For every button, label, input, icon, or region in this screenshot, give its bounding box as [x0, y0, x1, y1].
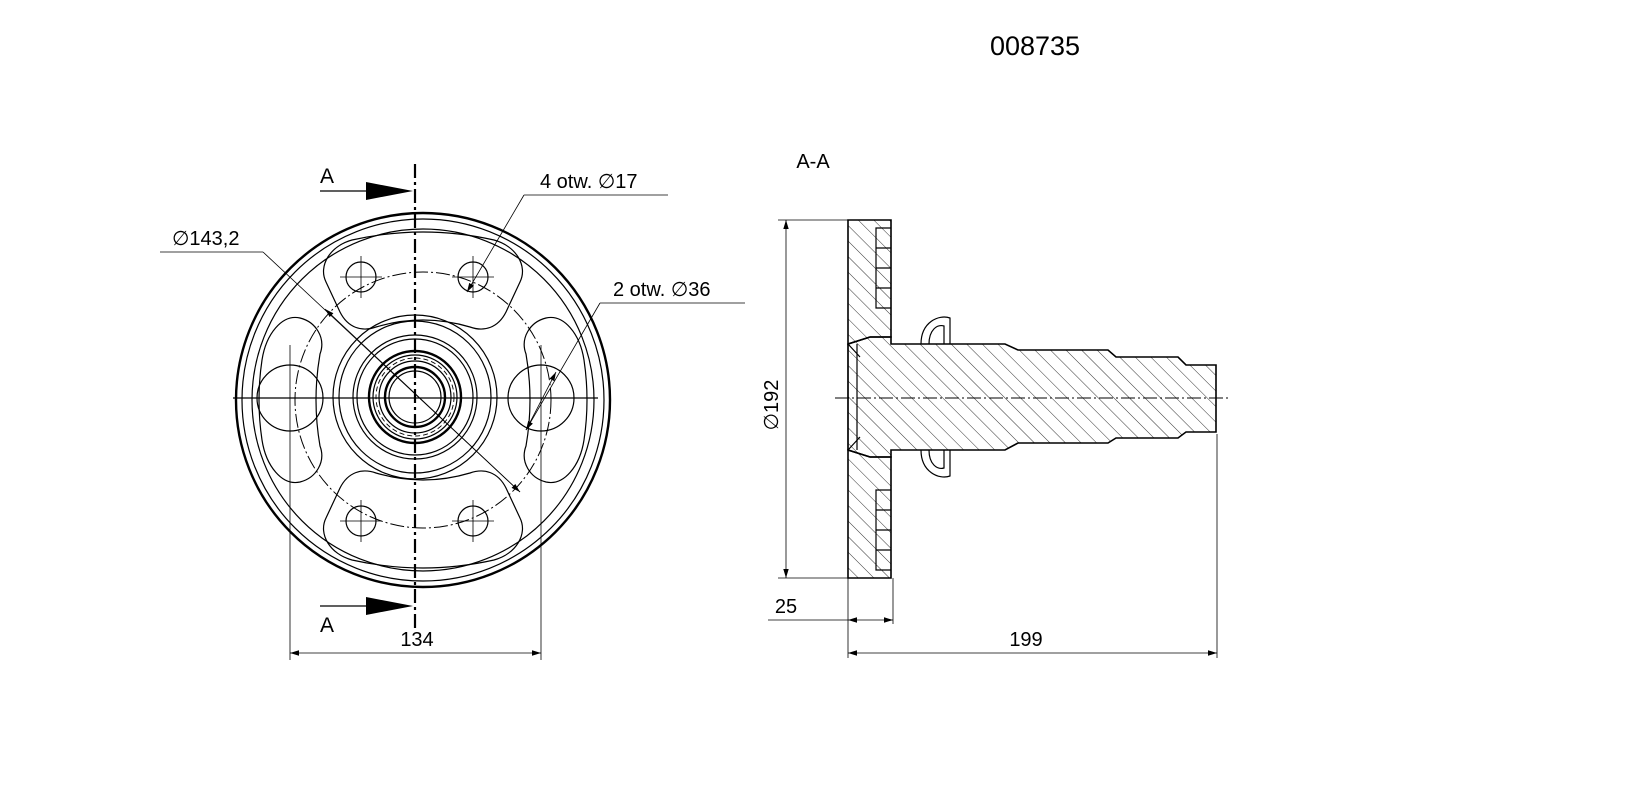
- bolt-hole-leader: [466, 194, 525, 293]
- front-view: [233, 164, 612, 660]
- top-pocket: [322, 231, 524, 330]
- section-view: [835, 219, 1230, 579]
- part-number: 008735: [990, 31, 1080, 61]
- bolt-holes-callout: 4 otw. ∅17: [540, 171, 637, 193]
- pitch-circle: [294, 271, 552, 529]
- left-pocket: [258, 316, 323, 484]
- overall-length-value: 199: [1009, 629, 1042, 651]
- right-pocket: [523, 316, 588, 484]
- bolt-holes: [340, 256, 494, 542]
- hole-spacing-value: 134: [400, 629, 433, 651]
- section-title: A-A: [796, 151, 830, 173]
- flange-outer-edge: [234, 211, 612, 589]
- large-hole-leader: [525, 302, 601, 431]
- flange-diameter-value: ∅192: [761, 380, 783, 431]
- section-arrow-bottom: [366, 597, 413, 615]
- section-marker-top: A: [320, 165, 334, 188]
- large-holes-callout: 2 otw. ∅36: [613, 279, 710, 301]
- flange-thickness-value: 25: [775, 596, 797, 618]
- section-arrow-top: [366, 182, 413, 200]
- section-marker-bottom: A: [320, 614, 334, 637]
- pitch-diameter-callout: ∅143,2: [172, 228, 239, 250]
- bottom-pocket: [322, 470, 524, 569]
